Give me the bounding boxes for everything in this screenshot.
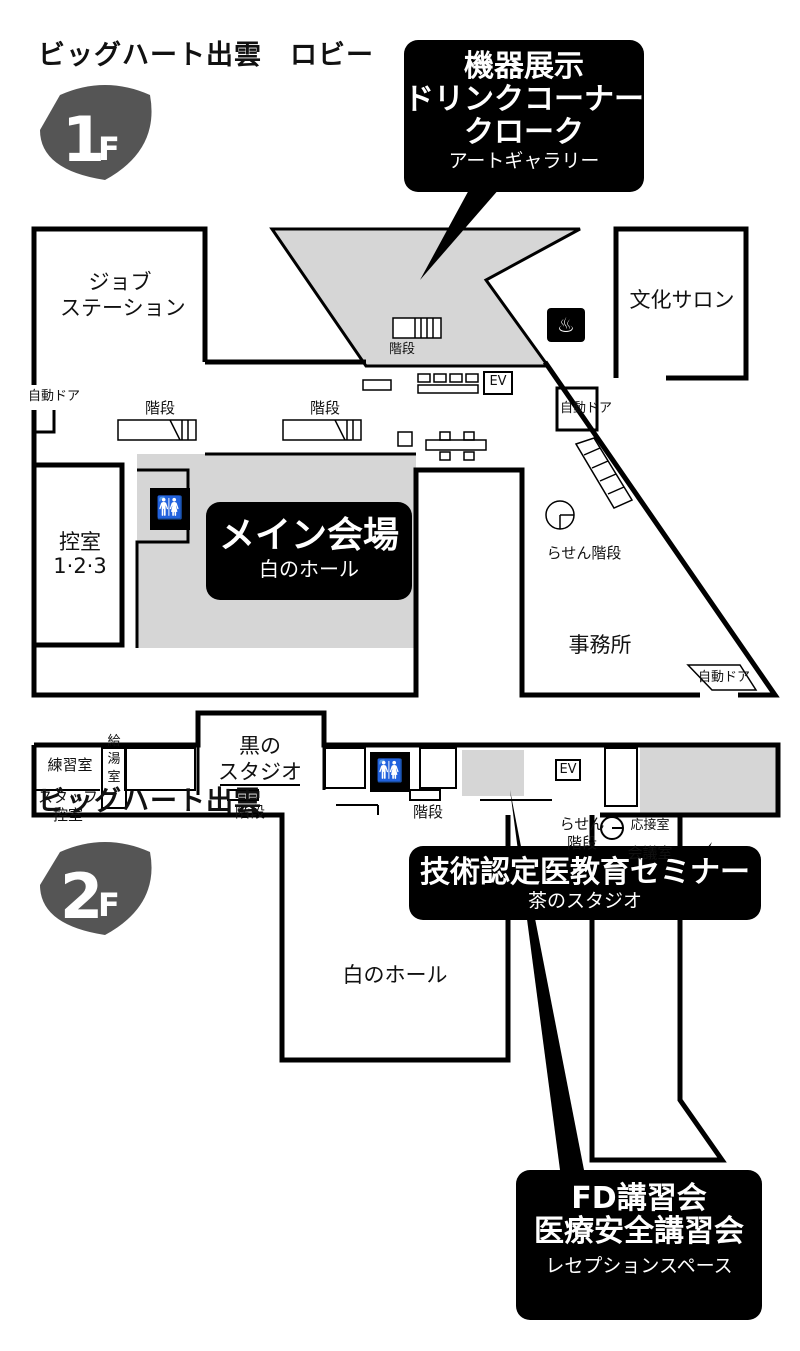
- floor2-badge-letter: F: [98, 886, 120, 924]
- ev-box: [483, 371, 513, 395]
- main-hall-title: メイン会場: [218, 515, 399, 556]
- reception-space-area: [462, 750, 524, 796]
- restroom-icon: 🚻: [150, 488, 190, 530]
- stairs-label-left: 階段: [144, 399, 175, 417]
- auto-door-left-label: 自動ドア: [28, 389, 81, 404]
- floor1-header: ビッグハート出雲 ロビー: [38, 40, 374, 71]
- stairs-diagonal: [574, 437, 634, 509]
- callout1-pointer: [420, 188, 500, 280]
- reception-space-callout: FD講習会 医療安全講習会 レセプションスペース: [516, 1170, 762, 1320]
- main-hall-callout: メイン会場 白のホール: [206, 502, 412, 600]
- reception-callout-line-2: 医療安全講習会: [534, 1214, 744, 1249]
- floor2-details: [36, 747, 638, 840]
- wall-waiting: [34, 462, 125, 648]
- stairs-label-mid: 階段: [309, 399, 340, 417]
- floor1-badge: [40, 85, 152, 180]
- floor1-badge-letter: F: [98, 130, 120, 168]
- stairs-mid: [282, 419, 362, 441]
- auto-door-right-label: 自動ドア: [560, 401, 613, 416]
- exhibition-area: [269, 227, 581, 368]
- black-studio-label-1: 黒の: [239, 734, 281, 758]
- reception-room-label: 応接室: [630, 818, 670, 833]
- wall-salon: [613, 226, 749, 381]
- practice-room-label: 練習室: [47, 756, 93, 774]
- auto-door-bottom-mark: [686, 664, 758, 691]
- auto-door-box: [555, 386, 599, 432]
- job-station-label-1: ジョブ: [88, 270, 152, 294]
- culture-salon-label: 文化サロン: [629, 288, 735, 312]
- reception-callout-line-1: FD講習会: [571, 1181, 707, 1216]
- smoking-area-icon: ♨: [547, 308, 585, 342]
- job-station-label-2: ステーション: [60, 296, 186, 320]
- tea-studio-callout: 技術認定医教育セミナー 茶のスタジオ: [409, 846, 761, 920]
- floor2-badge-num: 2: [60, 860, 104, 933]
- stairs-label-2f-b: 階段: [412, 803, 443, 821]
- wall-restroom: [135, 468, 190, 648]
- main-hall-sub: 白のホール: [259, 556, 359, 581]
- white-hall-label: 白のホール: [342, 963, 448, 987]
- stairs-top: [392, 317, 442, 339]
- wall-door-nook: [34, 410, 56, 434]
- callout-line-1: 機器展示: [464, 49, 584, 84]
- spiral-stairs-label: らせん階段: [546, 544, 622, 562]
- callout-line-3: クローク: [464, 115, 584, 150]
- wall-left-lower: [31, 410, 700, 698]
- wall-left: [31, 226, 208, 385]
- tea-studio-area: [640, 747, 778, 813]
- ev-label: EV: [489, 374, 507, 389]
- stairs-label-top: 階段: [388, 342, 415, 357]
- black-studio-label-2: スタジオ: [218, 760, 302, 784]
- floor1-details: [117, 317, 758, 691]
- auto-door-bottom-label: 自動ドア: [698, 670, 751, 685]
- floor1-badge-num: 1: [62, 103, 106, 176]
- reception-callout-sub: レセプションスペース: [545, 1255, 733, 1277]
- tea-studio-title: 技術認定医教育セミナー: [420, 855, 750, 890]
- kitchen-label-3: 室: [107, 770, 121, 785]
- meeting-room-label: 会議室: [627, 844, 673, 862]
- floor2-badge: [40, 842, 152, 935]
- waiting-room-label-2: 1·2·3: [53, 554, 107, 578]
- tea-studio-sub: 茶のスタジオ: [527, 890, 642, 912]
- spiral-stairs-label-2f-2: 階段: [566, 834, 597, 852]
- waiting-room-label-1: 控室: [59, 530, 101, 554]
- stairs-label-2f-a: 階段: [234, 803, 265, 821]
- floor2-plan: [31, 710, 781, 1163]
- ev-label-2f: EV: [559, 762, 577, 777]
- wall-2f-outer: [34, 710, 781, 818]
- kitchen-label-2: 湯: [107, 752, 121, 767]
- wall-2f-left: [31, 745, 511, 1063]
- stairs-left: [117, 419, 197, 441]
- wall-2f-right: [589, 815, 727, 1163]
- spiral-stairs-label-2f-1: らせん: [559, 815, 605, 833]
- exhibition-callout: 機器展示 ドリンクコーナー クローク アートギャラリー: [404, 40, 644, 192]
- staff-room-label-2: 控室: [52, 806, 83, 824]
- office-label: 事務所: [568, 633, 632, 657]
- callout-sub: アートギャラリー: [448, 150, 600, 172]
- restroom-icon-2f: 🚻: [370, 752, 410, 792]
- callout-line-2: ドリンクコーナー: [404, 82, 644, 117]
- floor2-header: ビッグハート出雲: [38, 786, 262, 817]
- staff-room-label-1: スタッフ: [37, 788, 98, 806]
- wall-right-diag: [542, 360, 780, 698]
- kitchen-label-1: 給: [107, 734, 121, 749]
